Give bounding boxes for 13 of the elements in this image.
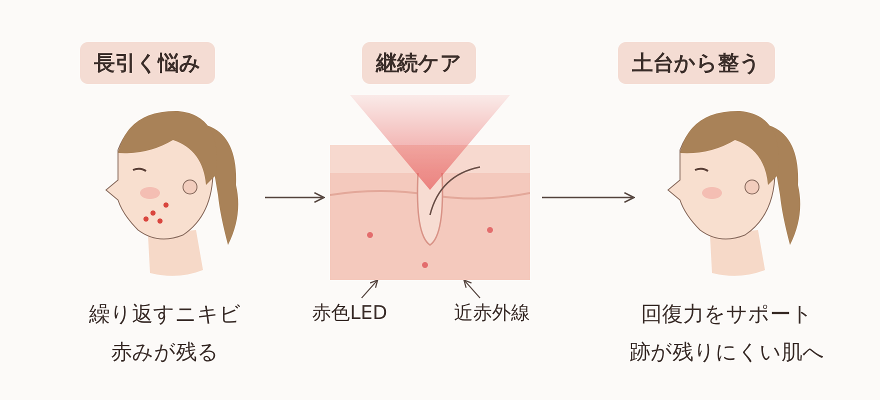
arrow [542, 192, 635, 204]
caption-text: 回復力をサポート [640, 301, 814, 328]
leader-line [463, 279, 480, 298]
callout-label: 赤色LED [312, 300, 388, 326]
panel-heading: 土台から整う [618, 42, 775, 84]
caption-text: 赤みが残る [110, 339, 220, 366]
callout-label: 近赤外線 [454, 300, 530, 326]
panel-heading: 長引く悩み [80, 42, 215, 84]
panel-heading: 継続ケア [362, 42, 476, 84]
arrow [265, 192, 325, 204]
caption-text: 繰り返すニキビ [88, 301, 242, 328]
caption-text: 跡が残りにくい肌へ [628, 339, 826, 366]
leader-line [361, 279, 378, 298]
